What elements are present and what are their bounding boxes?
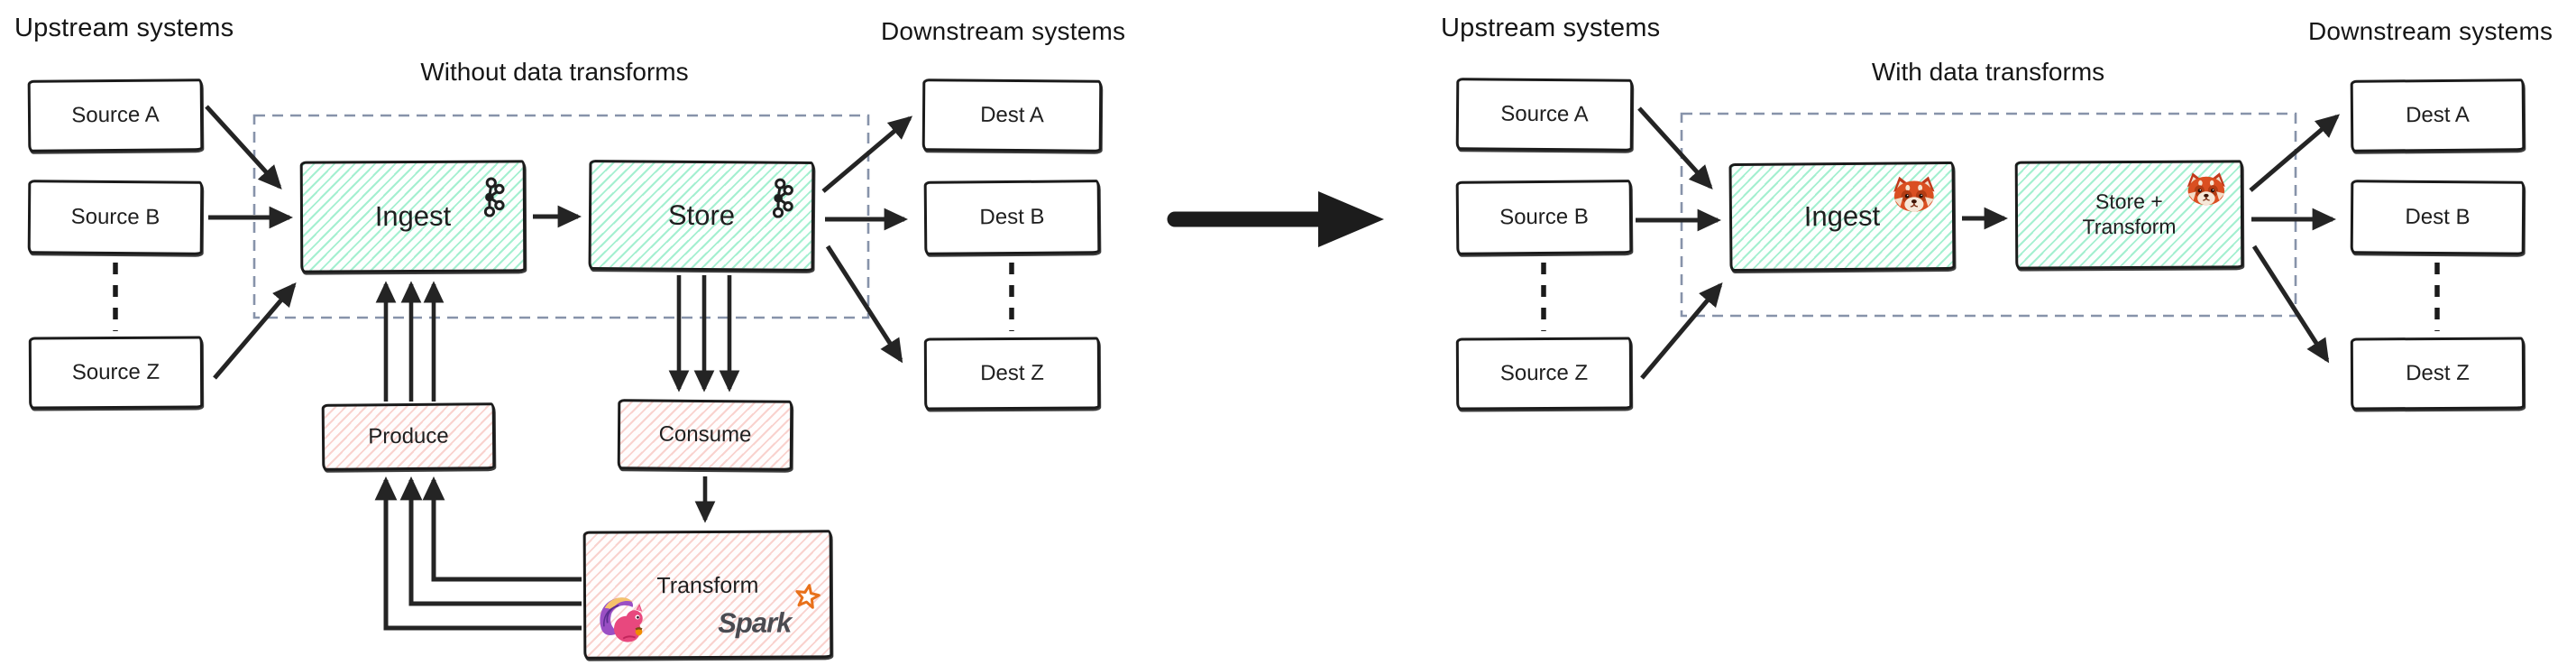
right-source-b-label: Source B bbox=[1499, 204, 1589, 230]
left-source-z-label: Source Z bbox=[71, 359, 160, 385]
left-store-box: Store bbox=[588, 160, 815, 272]
arrow-left-source-z-to-ingest bbox=[213, 282, 297, 380]
right-dest-b-box: Dest B bbox=[2350, 180, 2526, 255]
arrow-store-transform-to-dest-z bbox=[2251, 245, 2330, 364]
right-ingest-box: Ingest bbox=[1728, 161, 1956, 272]
left-source-z-box: Source Z bbox=[28, 336, 204, 410]
left-source-b-label: Source B bbox=[70, 204, 160, 230]
produce-label: Produce bbox=[368, 423, 449, 449]
arrow-right-source-a-to-ingest bbox=[1637, 106, 1713, 189]
produce-box: Produce bbox=[321, 402, 496, 471]
transform-box: Transform Spark bbox=[582, 530, 833, 660]
left-source-b-box: Source B bbox=[27, 180, 204, 255]
right-dest-z-box: Dest Z bbox=[2350, 337, 2526, 411]
left-upstream-label: Upstream systems bbox=[14, 14, 234, 42]
arrow-right-source-z-to-ingest bbox=[1640, 282, 1723, 380]
left-dest-b-box: Dest B bbox=[923, 180, 1101, 255]
right-source-z-label: Source Z bbox=[1499, 360, 1589, 386]
right-source-z-box: Source Z bbox=[1455, 337, 1633, 411]
arrow-store-to-dest-a bbox=[821, 115, 913, 193]
redpanda-icon bbox=[1891, 173, 1938, 217]
left-ingest-box: Ingest bbox=[299, 160, 527, 273]
consume-box: Consume bbox=[617, 399, 793, 471]
left-diagram-title: Without data transforms bbox=[420, 58, 689, 86]
left-dest-a-box: Dest A bbox=[921, 79, 1103, 152]
kafka-icon bbox=[766, 177, 793, 223]
redpanda-icon bbox=[2185, 170, 2228, 210]
right-dest-z-label: Dest Z bbox=[2406, 360, 2470, 386]
right-upstream-label: Upstream systems bbox=[1441, 14, 1661, 42]
arrow-transform-to-produce-1 bbox=[422, 476, 582, 582]
right-ingest-label: Ingest bbox=[1803, 199, 1881, 233]
left-source-a-label: Source A bbox=[71, 102, 160, 128]
arrow-store-transform-to-dest-a bbox=[2249, 114, 2341, 192]
spark-logo: Spark bbox=[718, 584, 820, 640]
right-store-transform-box: Store + Transform bbox=[2014, 160, 2244, 270]
right-dest-a-label: Dest A bbox=[2406, 102, 2470, 128]
left-ingest-label: Ingest bbox=[374, 199, 452, 233]
arrow-transform-to-produce-3 bbox=[374, 476, 582, 631]
left-dest-z-label: Dest Z bbox=[980, 360, 1044, 386]
left-store-label: Store bbox=[667, 199, 736, 232]
left-downstream-label: Downstream systems bbox=[881, 17, 1126, 45]
arrow-left-source-a-to-ingest bbox=[205, 105, 282, 189]
right-store-transform-label: Store + Transform bbox=[2082, 189, 2177, 240]
right-store-transform-line2: Transform bbox=[2082, 214, 2177, 239]
kafka-icon bbox=[478, 175, 505, 221]
transform-to-produce-arrows bbox=[374, 476, 582, 631]
left-dest-z-box: Dest Z bbox=[923, 337, 1101, 411]
spark-logo-text: Spark bbox=[718, 606, 792, 639]
left-dest-b-label: Dest B bbox=[979, 204, 1045, 230]
arrow-store-to-dest-z bbox=[825, 245, 903, 364]
right-dest-b-label: Dest B bbox=[2405, 204, 2471, 230]
ellipsis-connectors bbox=[113, 263, 2440, 331]
store-to-consume-arrows bbox=[668, 275, 740, 393]
left-source-a-box: Source A bbox=[27, 79, 204, 152]
big-transition-arrow bbox=[1167, 191, 1384, 247]
produce-to-ingest-arrows bbox=[375, 281, 445, 402]
consume-label: Consume bbox=[658, 421, 752, 448]
right-source-a-box: Source A bbox=[1455, 78, 1634, 152]
left-dest-a-label: Dest A bbox=[980, 102, 1044, 128]
right-diagram-title: With data transforms bbox=[1871, 58, 2105, 86]
right-source-a-label: Source A bbox=[1500, 101, 1589, 127]
right-store-transform-line1: Store + bbox=[2095, 189, 2163, 214]
arrow-transform-to-produce-2 bbox=[399, 476, 582, 606]
right-dest-a-box: Dest A bbox=[2350, 79, 2526, 152]
flink-squirrel-icon bbox=[597, 592, 646, 651]
right-source-b-box: Source B bbox=[1455, 180, 1633, 255]
spark-star-icon bbox=[791, 581, 822, 617]
right-downstream-label: Downstream systems bbox=[2308, 17, 2553, 45]
